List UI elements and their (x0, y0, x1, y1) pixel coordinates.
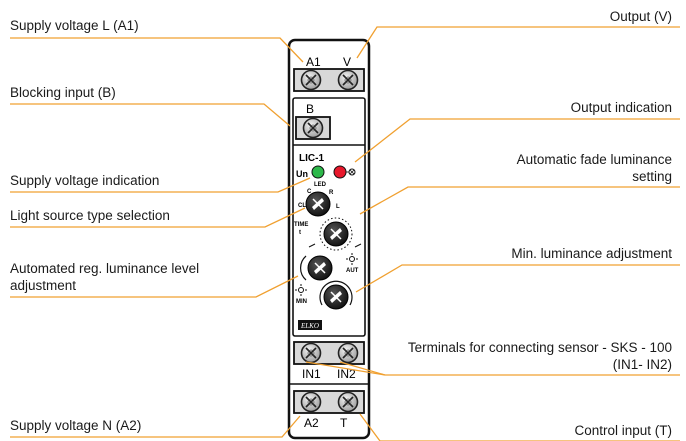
label-control: Control input (T) (574, 423, 672, 438)
selector-knob-icon[interactable] (305, 191, 331, 217)
terminal-label-a2: A2 (304, 416, 319, 430)
screw-a1-icon (300, 69, 322, 91)
label-sensor-1: Terminals for connecting sensor - SKS - … (408, 340, 672, 355)
time-knob-icon[interactable] (323, 221, 349, 247)
terminal-b: B (293, 102, 365, 146)
leader-min-luminance (355, 264, 680, 293)
model-name: LIC-1 (299, 153, 324, 164)
screw-b-icon (302, 117, 324, 139)
label-auto-reg-1: Automated reg. luminance level (10, 261, 199, 276)
sun-min-icon (295, 284, 307, 296)
leader-sensor-in1 (305, 361, 386, 376)
terminal-label-b: B (306, 102, 314, 116)
min-label: MIN (296, 299, 307, 305)
supply-led-icon (311, 165, 325, 179)
min-knob-icon[interactable] (323, 284, 349, 310)
screw-a2-icon (300, 391, 322, 413)
terminal-block-sensor: IN1 IN2 (293, 341, 365, 381)
leader-auto-reg (10, 275, 299, 298)
label-output-indication: Output indication (571, 100, 672, 115)
aut-label: AUT (346, 268, 359, 274)
label-fade-2: setting (632, 169, 672, 184)
leader-output-indication (354, 118, 680, 163)
time-label: TIME (294, 222, 308, 228)
terminal-label-in1: IN1 (302, 367, 321, 381)
label-light-source: Light source type selection (10, 208, 170, 223)
leader-lines (10, 26, 680, 441)
screw-t-icon (337, 391, 359, 413)
label-supply-n: Supply voltage N (A2) (10, 418, 141, 433)
leader-output-v (356, 26, 680, 59)
label-output-v: Output (V) (610, 9, 672, 24)
leader-light-source (10, 207, 306, 228)
label-supply-indication: Supply voltage indication (10, 173, 159, 188)
sel-r-label: R (329, 190, 334, 196)
label-auto-reg-2: adjustment (10, 278, 76, 293)
auto-regulation-knob[interactable]: AUT (300, 253, 359, 281)
sel-cl-label: CL (298, 203, 306, 209)
output-led-icon (333, 165, 347, 179)
terminal-block-bottom: A2 T (293, 390, 365, 430)
terminal-label-a1: A1 (306, 55, 321, 69)
screw-in2-icon (337, 342, 359, 364)
sel-c-label: C (307, 189, 312, 195)
leader-control (359, 413, 680, 441)
fade-time-knob[interactable]: TIME t (294, 217, 362, 251)
sel-l-label: L (336, 204, 340, 210)
leader-blocking (10, 103, 291, 127)
screw-in1-icon (300, 342, 322, 364)
terminal-block-top: A1 V (293, 55, 365, 92)
led-label: LED (314, 182, 327, 188)
label-fade-1: Automatic fade luminance (517, 152, 672, 167)
sun-aut-icon (346, 253, 358, 265)
label-sensor-2: (IN1- IN2) (613, 357, 672, 372)
brand-badge (298, 320, 322, 330)
un-label: Un (296, 169, 308, 179)
leader-supply-l (10, 37, 304, 63)
screw-v-icon (337, 69, 359, 91)
leader-fade (359, 186, 680, 215)
leader-supply-n (10, 415, 301, 438)
time-t-label: t (299, 230, 301, 236)
terminal-label-v: V (343, 55, 351, 69)
label-blocking: Blocking input (B) (10, 85, 116, 100)
terminal-label-in2: IN2 (337, 367, 356, 381)
callout-labels: Supply voltage L (A1) Output (V) Blockin… (10, 9, 672, 438)
lamp-icon (346, 168, 356, 176)
device-body: A1 V B LIC-1 Un LED C R (287, 38, 371, 440)
auto-reg-knob-icon[interactable] (307, 255, 333, 281)
label-supply-l: Supply voltage L (A1) (10, 18, 139, 33)
terminal-label-t: T (340, 416, 348, 430)
min-luminance-knob[interactable]: MIN (295, 280, 353, 310)
leader-supply-indication (10, 177, 311, 193)
label-min-luminance: Min. luminance adjustment (511, 246, 672, 261)
light-source-selector[interactable]: C R CL L (298, 189, 340, 217)
brand-label: ELKO (300, 322, 319, 330)
